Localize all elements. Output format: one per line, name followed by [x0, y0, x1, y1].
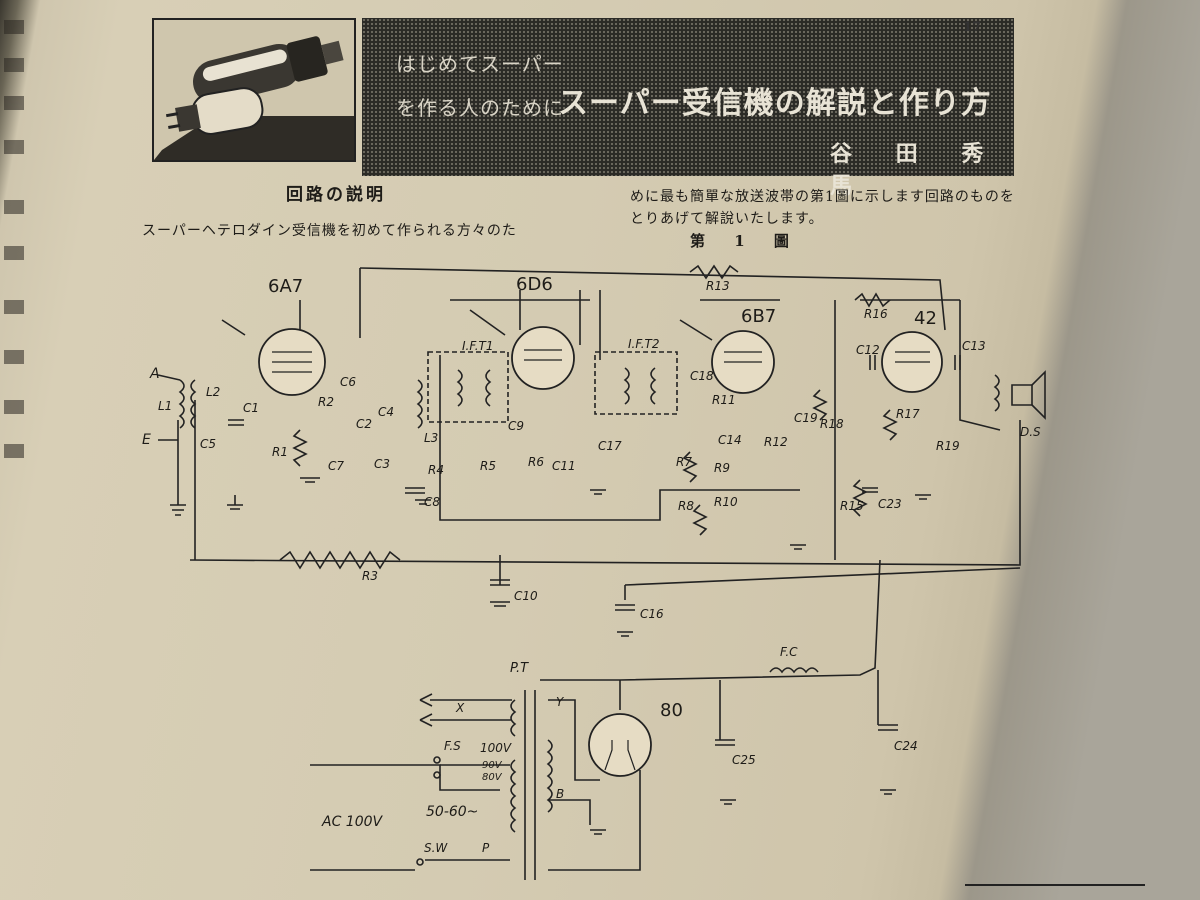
- banner-subtitle-line1: はじめてスーパー: [396, 52, 564, 76]
- cap-label-c23: C23: [878, 497, 902, 511]
- cap-label-c16: C16: [640, 607, 664, 621]
- cap-label-c6: C6: [340, 375, 356, 389]
- res-label-r19: R19: [936, 439, 960, 453]
- coil-label-l2: L2: [206, 385, 220, 399]
- figure-caption: 第 1 圖: [690, 232, 801, 250]
- coil-label-l3: L3: [424, 431, 438, 445]
- power-label-x: X: [455, 701, 465, 715]
- previous-page-edge: [0, 0, 42, 900]
- res-label-r16: R16: [864, 307, 888, 321]
- cap-label-c18: C18: [690, 369, 714, 383]
- res-label-r4: R4: [428, 463, 444, 477]
- cap-label-c13: C13: [962, 339, 986, 353]
- tube-label-6a7: 6A7: [268, 276, 303, 297]
- res-label-r2: R2: [318, 395, 334, 409]
- bottom-rule: [965, 884, 1145, 898]
- res-label-r8: R8: [678, 499, 694, 513]
- res-label-r9: R9: [714, 461, 730, 475]
- ift2-label: I.F.T2: [628, 337, 660, 351]
- res-label-r11: R11: [712, 393, 736, 407]
- cap-label-c2: C2: [356, 417, 372, 431]
- tube-label-6b7: 6B7: [741, 306, 776, 327]
- cap-label-c11: C11: [552, 459, 576, 473]
- cap-label-c8: C8: [424, 495, 440, 509]
- ac-supply-label: AC 100V: [321, 814, 384, 830]
- page-number: 17: [963, 20, 982, 35]
- primary-label: P: [482, 841, 490, 855]
- res-label-r10: R10: [714, 495, 738, 509]
- res-label-r3: R3: [362, 569, 378, 583]
- section-heading: 回路の説明: [286, 185, 386, 205]
- article-title: スーパー受信機の解説と作り方: [558, 86, 992, 121]
- frequency-label: 50-60~: [426, 804, 478, 820]
- cap-label-c25: C25: [732, 753, 756, 767]
- res-label-r5: R5: [480, 459, 496, 473]
- tap-label-80v: 80V: [482, 772, 503, 783]
- speaker-label: D.S: [1020, 425, 1041, 439]
- earth-terminal-e: E: [142, 432, 151, 448]
- cap-label-c24: C24: [894, 739, 918, 753]
- coil-label-l1: L1: [158, 399, 172, 413]
- ift1-label: I.F.T1: [462, 339, 494, 353]
- antenna-terminal-a: A: [149, 366, 160, 382]
- tube-label-80: 80: [660, 700, 683, 721]
- cap-label-c5: C5: [200, 437, 216, 451]
- res-label-r17: R17: [896, 407, 920, 421]
- paragraph-right-line2: とりあげて解說いたします。: [630, 211, 824, 227]
- cap-label-c19: C19: [794, 411, 818, 425]
- cap-label-c17: C17: [598, 439, 622, 453]
- res-label-r12: R12: [764, 435, 788, 449]
- cap-label-c10: C10: [514, 589, 538, 603]
- title-banner: はじめてスーパー を作る人のために スーパー受信機の解説と作り方 谷 田 秀 馬: [362, 18, 1014, 199]
- cap-label-c12: C12: [856, 343, 880, 357]
- choke-label: F.C: [780, 645, 798, 659]
- tube-label-42: 42: [914, 308, 937, 329]
- cap-label-c1: C1: [243, 401, 259, 415]
- paragraph-left: スーパーヘテロダイン受信機を初めて作られる方々のた: [142, 223, 517, 239]
- cap-label-c4: C4: [378, 405, 394, 419]
- cap-label-c14: C14: [718, 433, 742, 447]
- res-label-r7: R7: [676, 455, 692, 469]
- res-label-r1: R1: [272, 445, 288, 459]
- power-label-b: B: [556, 787, 564, 801]
- power-transformer-label: P.T: [510, 661, 529, 676]
- res-label-r15: R15: [840, 499, 864, 513]
- cap-label-c3: C3: [374, 457, 390, 471]
- res-label-r18: R18: [820, 417, 844, 431]
- paragraph-right-line1: めに最も簡單な放送波帯の第1圖に示します回路のものを: [630, 189, 1015, 205]
- cap-label-c9: C9: [508, 419, 524, 433]
- banner-subtitle-line2: を作る人のために: [396, 96, 564, 120]
- res-label-r13: R13: [706, 279, 730, 293]
- switch-label: S.W: [424, 841, 448, 855]
- tap-label-100v: 100V: [480, 741, 512, 755]
- power-label-y: Y: [556, 695, 565, 709]
- cap-label-c7: C7: [328, 459, 344, 473]
- vacuum-tube-illustration: [152, 18, 356, 162]
- author-name: 谷 田 秀 馬: [830, 142, 1002, 199]
- fuse-label: F.S: [444, 739, 461, 753]
- tube-label-6d6: 6D6: [516, 274, 553, 295]
- res-label-r6: R6: [528, 455, 544, 469]
- tap-label-90v: 90V: [482, 760, 503, 771]
